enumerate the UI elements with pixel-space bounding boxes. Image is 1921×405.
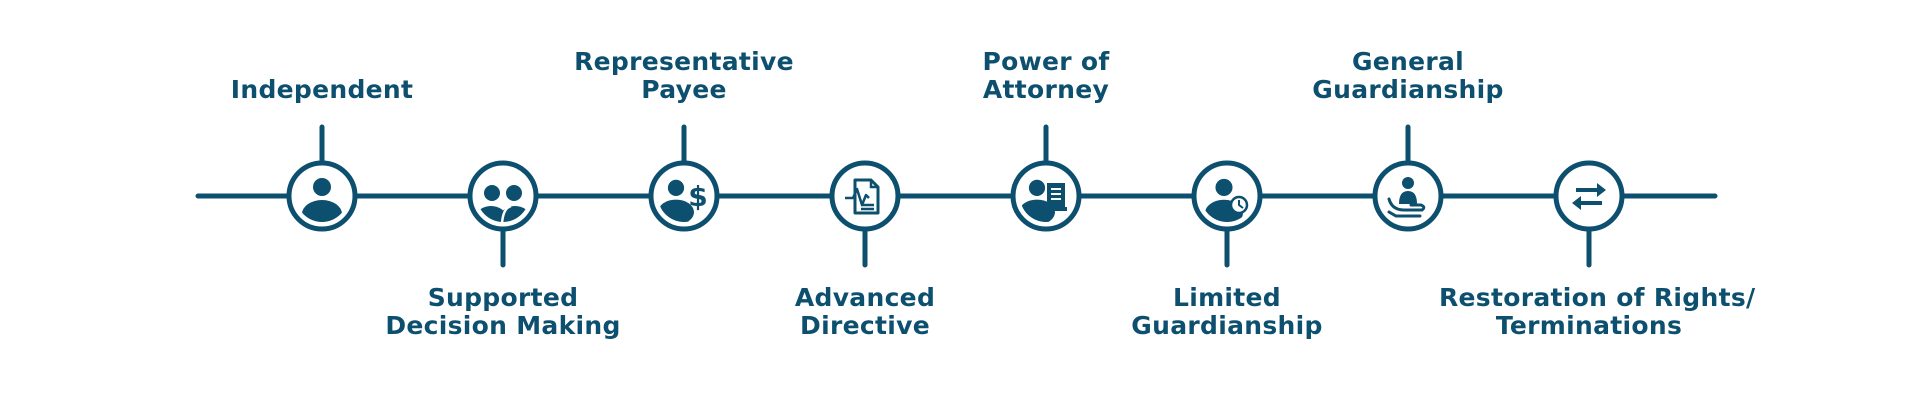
stage-node [1010,160,1082,232]
stage-label-line: Power of [982,47,1110,76]
stage-node [1191,160,1263,232]
person-in-hand-icon [1387,177,1426,218]
stage-node [467,160,539,232]
stage-label-line: Limited [1172,283,1282,312]
stage-node [1372,160,1444,232]
swap-arrows-icon [1572,183,1606,210]
person-clock-icon [1205,178,1249,222]
stage-label-line: Representative [574,47,794,76]
stage-label: Independent [172,76,472,104]
stage-label-line: Advanced [794,283,936,312]
stage-label-line: Attorney [982,75,1110,104]
person-dollar-icon: $ [658,179,708,222]
stage-label-line: Terminations [1495,311,1683,340]
stage-label: Restoration of Rights/Terminations [1439,283,1756,340]
stage-label-line: Decision Making [385,311,621,340]
stage-node [1553,160,1625,232]
dollar-sign-icon: $ [688,180,707,213]
medical-document-icon [845,178,880,215]
stage-label-line: Guardianship [1312,75,1504,104]
stage-label-line: Restoration of Rights/ [1439,283,1756,312]
stage-node [829,160,901,232]
stage-label-line: Directive [800,311,930,340]
stage-label-line: Guardianship [1131,311,1323,340]
stage-node [286,160,358,232]
two-people-icon [477,185,529,222]
stage-node: $ [648,160,720,232]
stage-label-line: Payee [641,75,727,104]
stage-label-line: Supported [427,283,579,312]
stage-label-line: Independent [230,75,414,104]
stage-label-line: General [1351,47,1465,76]
stage-node-circle [1553,160,1625,232]
